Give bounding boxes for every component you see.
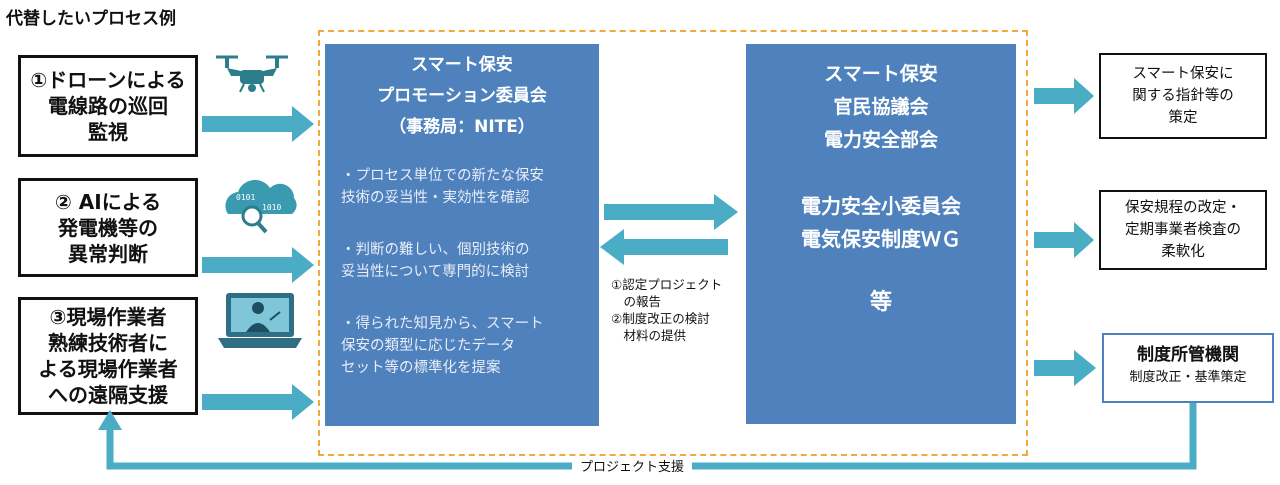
- note-line: ①認定プロジェクト: [611, 277, 723, 292]
- bullet-line: 妥当性について専門的に検討: [341, 264, 530, 280]
- council-box: スマート保安 官民協議会 電力安全部会 電力安全小委員会 電気保安制度ＷＧ 等: [746, 44, 1016, 424]
- output-box-rules: 保安規程の改定・ 定期事業者検査の 柔軟化: [1099, 190, 1267, 270]
- process-line: ② AIによる: [54, 189, 162, 214]
- arrow-remote-to-committee: [202, 384, 314, 420]
- process-line: 異常判断: [68, 241, 148, 266]
- bullet-line: ・判断の難しい、個別技術の: [341, 242, 530, 258]
- project-support-label: プロジェクト支援: [572, 456, 693, 475]
- process-box-ai: ② AIによる 発電機等の 異常判断: [18, 178, 198, 277]
- council-line: 等: [869, 290, 892, 315]
- committee-bullet: ・得られた知見から、スマート 保安の類型に応じたデータ セット等の標準化を提案: [325, 313, 599, 379]
- government-agency-name: 制度所管機関: [1137, 345, 1239, 365]
- ai-cloud-icon: 0101 1010: [225, 179, 297, 234]
- process-box-remote-support: ③現場作業者 熟練技術者に よる現場作業者 への遠隔支援: [18, 297, 198, 415]
- bullet-line: 技術の妥当性・実効性を確認: [341, 190, 530, 206]
- process-line: 熟練技術者に: [48, 331, 168, 355]
- arrow-council-to-guidelines: [1034, 78, 1094, 114]
- council-line: 電気保安制度ＷＧ: [801, 227, 961, 251]
- svg-text:0101: 0101: [236, 193, 255, 202]
- output-line: 関する指針等の: [1132, 88, 1234, 104]
- output-line: 定期事業者検査の: [1125, 222, 1241, 238]
- council-line: 電力安全小委員会: [801, 194, 961, 218]
- process-line: 発電機等の: [58, 215, 158, 240]
- arrow-council-to-rules: [1034, 222, 1094, 258]
- bullet-line: ・プロセス単位での新たな保安: [341, 168, 544, 184]
- output-box-guidelines: スマート保安に 関する指針等の 策定: [1099, 53, 1267, 139]
- council-line: スマート保安: [824, 63, 938, 85]
- arrow-council-to-government: [1034, 350, 1096, 386]
- council-line: 官民協議会: [833, 96, 929, 118]
- committee-title-line: （事務局：NITE）: [389, 117, 535, 137]
- output-line: スマート保安に: [1132, 66, 1234, 82]
- promotion-committee-box: スマート保安 プロモーション委員会 （事務局：NITE） ・プロセス単位での新た…: [325, 44, 599, 426]
- process-line: ③現場作業者: [49, 305, 167, 329]
- committee-bullet: ・判断の難しい、個別技術の 妥当性について専門的に検討: [325, 239, 599, 283]
- remote-support-laptop-icon: [218, 293, 302, 348]
- arrow-council-to-committee: [600, 229, 728, 265]
- committee-title-line: プロモーション委員会: [377, 86, 547, 106]
- note-line: 材料の提供: [611, 328, 687, 343]
- arrow-ai-to-committee: [202, 247, 314, 283]
- note-line: の報告: [611, 294, 662, 309]
- council-line: 電力安全部会: [823, 129, 938, 151]
- note-line: ②制度改正の検討: [611, 311, 710, 326]
- arrow-committee-to-council: [604, 194, 738, 230]
- process-box-drone: ①ドローンによる 電線路の巡回 監視: [18, 55, 198, 157]
- svg-text:1010: 1010: [262, 203, 281, 212]
- drone-icon: [216, 55, 288, 93]
- feedback-note: ①認定プロジェクト の報告 ②制度改正の検討 材料の提供: [611, 276, 722, 344]
- committee-title-line: スマート保安: [411, 55, 513, 75]
- output-line: 策定: [1168, 110, 1198, 126]
- output-line: 保安規程の改定・: [1125, 200, 1241, 216]
- committee-bullet: ・プロセス単位での新たな保安 技術の妥当性・実効性を確認: [325, 165, 599, 209]
- government-agency-box: 制度所管機関 制度改正・基準策定: [1102, 333, 1274, 403]
- process-line: への遠隔支援: [48, 383, 168, 407]
- bullet-line: セット等の標準化を提案: [341, 360, 501, 376]
- diagram-heading: 代替したいプロセス例: [6, 9, 176, 29]
- process-line: 電線路の巡回: [48, 94, 168, 118]
- support-loop-arrowhead: [98, 410, 122, 430]
- government-agency-sub: 制度改正・基準策定: [1129, 370, 1247, 385]
- bullet-line: ・得られた知見から、スマート: [341, 316, 544, 332]
- process-line: ①ドローンによる: [30, 68, 186, 92]
- committee-frame: [318, 30, 1028, 456]
- output-line: 柔軟化: [1161, 244, 1205, 260]
- bullet-line: 保安の類型に応じたデータ: [341, 338, 515, 354]
- arrow-drone-to-committee: [202, 106, 314, 142]
- process-line: 監視: [88, 120, 128, 144]
- process-line: よる現場作業者: [38, 357, 178, 381]
